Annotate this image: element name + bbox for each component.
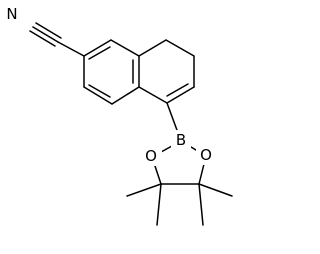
nitrogen-atom: N <box>2 4 23 24</box>
nitrile-bond-3 <box>35 22 62 39</box>
methyl-bond-2 <box>156 183 162 226</box>
dihydro-bond-5 <box>138 86 168 104</box>
methyl-bond-3 <box>198 183 204 226</box>
boron-atom: B <box>171 130 191 150</box>
aromatic-bond-1 <box>83 39 112 57</box>
nitrogen-label: N <box>6 5 17 23</box>
aromatic-bond-5 <box>83 86 113 105</box>
molecule-structure: N B O O <box>2 4 233 226</box>
aromatic-bond-4 <box>111 86 140 105</box>
oxygen-atom-left: O <box>141 146 162 166</box>
boron-label: B <box>176 131 186 149</box>
dihydro-double-bond <box>166 86 195 104</box>
methyl-bond-1 <box>126 183 162 197</box>
nitrile-bond-1 <box>32 26 59 43</box>
nitrile-bond-2 <box>29 30 56 47</box>
nitrile-c-ring-bond <box>57 41 85 57</box>
oxygen-right-label: O <box>200 146 212 164</box>
dihydro-double-bond-inner <box>166 83 189 97</box>
dihydro-bond-1 <box>138 39 167 57</box>
dihydro-bond-2 <box>165 39 195 57</box>
aromatic-bond-1-inner <box>88 46 111 60</box>
oxygen-left-label: O <box>145 147 157 165</box>
methyl-bond-4 <box>198 183 233 197</box>
aromatic-bond-2 <box>110 39 140 57</box>
aromatic-bond-5-inner <box>88 84 111 98</box>
oxygen-atom-right: O <box>196 145 217 165</box>
